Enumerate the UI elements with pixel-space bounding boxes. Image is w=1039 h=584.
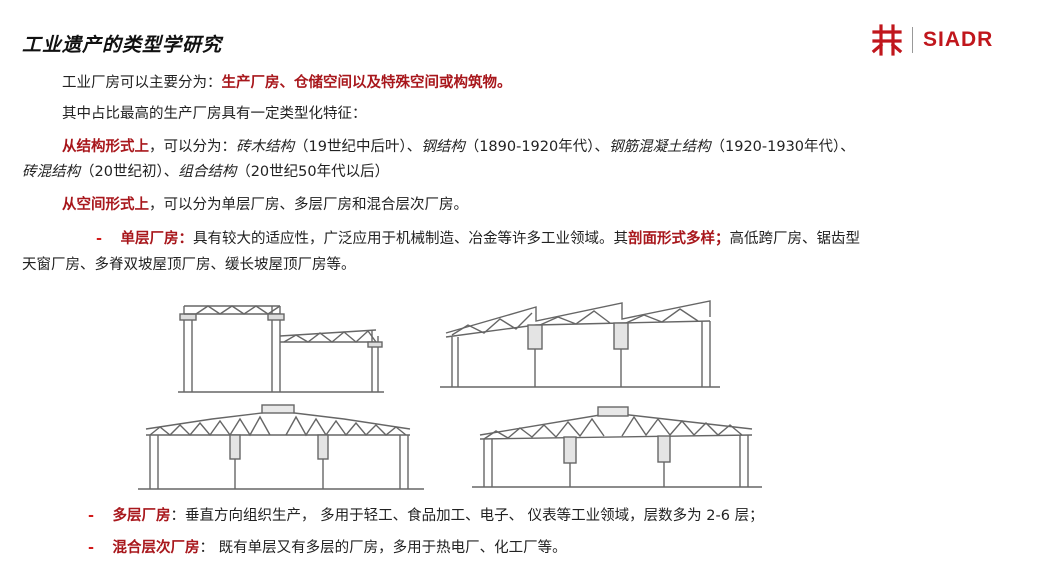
structure-type-2: 钢结构: [421, 139, 465, 155]
multi-ridge-double-slope-section: [138, 404, 424, 497]
categories-highlight: 生产厂房、仓储空间以及特殊空间或构筑物。: [221, 75, 512, 91]
structure-lead: 从结构形式上: [62, 139, 149, 155]
logo-brand-text: SIADR: [923, 28, 994, 51]
structure-type-4: 砖混结构: [22, 164, 80, 180]
paragraph-structure-line1: 从结构形式上，可以分为：砖木结构（19世纪中后叶）、钢结构（1890-1920年…: [62, 137, 855, 157]
long-slope-roof-section: [472, 406, 762, 497]
mixed-label: 混合层次厂房: [112, 540, 200, 556]
single-label: 单层厂房：: [120, 231, 193, 247]
categories-prefix: 工业厂房可以主要分为：: [62, 75, 222, 91]
sawtooth-skylight-section: [440, 300, 720, 397]
single-highlight: 剖面形式多样；: [627, 231, 730, 247]
mixed-dash: -: [88, 540, 95, 556]
paragraph-categories: 工业厂房可以主要分为：生产厂房、仓储空间以及特殊空间或构筑物。: [62, 73, 512, 93]
mixed-text: ： 既有单层又有多层的厂房，多用于热电厂、化工厂等。: [199, 540, 567, 556]
structure-type-1: 砖木结构: [236, 139, 294, 155]
paragraph-mixed: - 混合层次厂房： 既有单层又有多层的厂房，多用于热电厂、化工厂等。: [88, 538, 567, 558]
paragraph-structure-line2: 砖混结构（20世纪初）、组合结构（20世纪50年代以后）: [22, 162, 389, 182]
paragraph-single-line1: - 单层厂房：具有较大的适应性，广泛应用于机械制造、冶金等许多工业领域。其剖面形…: [96, 229, 860, 249]
structure-note-4: （20世纪初）、: [80, 164, 179, 180]
structure-note-2: （1890-1920年代）、: [464, 139, 609, 155]
structure-note-3: （1920-1930年代）、: [710, 139, 855, 155]
space-text: ，可以分为单层厂房、多层厂房和混合层次厂房。: [149, 197, 468, 213]
siadr-logo: SIADR: [870, 22, 1020, 58]
structure-after-lead: ，可以分为：: [149, 139, 236, 155]
space-lead: 从空间形式上: [62, 197, 149, 213]
high-low-span-section: [176, 296, 386, 400]
slide-title: 工业遗产的类型学研究: [22, 34, 223, 56]
paragraph-single-line2: 天窗厂房、多脊双坡屋顶厂房、缓长坡屋顶厂房等。: [22, 257, 356, 273]
single-text1: 具有较大的适应性，广泛应用于机械制造、冶金等许多工业领域。其: [192, 231, 628, 247]
logo-divider: [912, 27, 913, 53]
structure-note-1: （19世纪中后叶）、: [294, 139, 422, 155]
structure-note-5: （20世纪50年代以后）: [236, 164, 390, 180]
multi-label: 多层厂房: [112, 508, 171, 524]
multi-dash: -: [88, 508, 95, 524]
structure-type-5: 组合结构: [178, 164, 237, 180]
siadr-logo-icon: [871, 24, 903, 56]
single-text2: 高低跨厂房、锯齿型: [729, 231, 860, 247]
single-dash: -: [96, 231, 103, 247]
paragraph-space: 从空间形式上，可以分为单层厂房、多层厂房和混合层次厂房。: [62, 195, 468, 215]
structure-type-3: 钢筋混凝土结构: [609, 139, 711, 155]
paragraph-multi: - 多层厂房：垂直方向组织生产， 多用于轻工、食品加工、电子、 仪表等工业领域，…: [88, 506, 764, 526]
paragraph-production: 其中占比最高的生产厂房具有一定类型化特征：: [62, 106, 367, 122]
multi-text: ：垂直方向组织生产， 多用于轻工、食品加工、电子、 仪表等工业领域，层数多为 2…: [170, 508, 764, 524]
